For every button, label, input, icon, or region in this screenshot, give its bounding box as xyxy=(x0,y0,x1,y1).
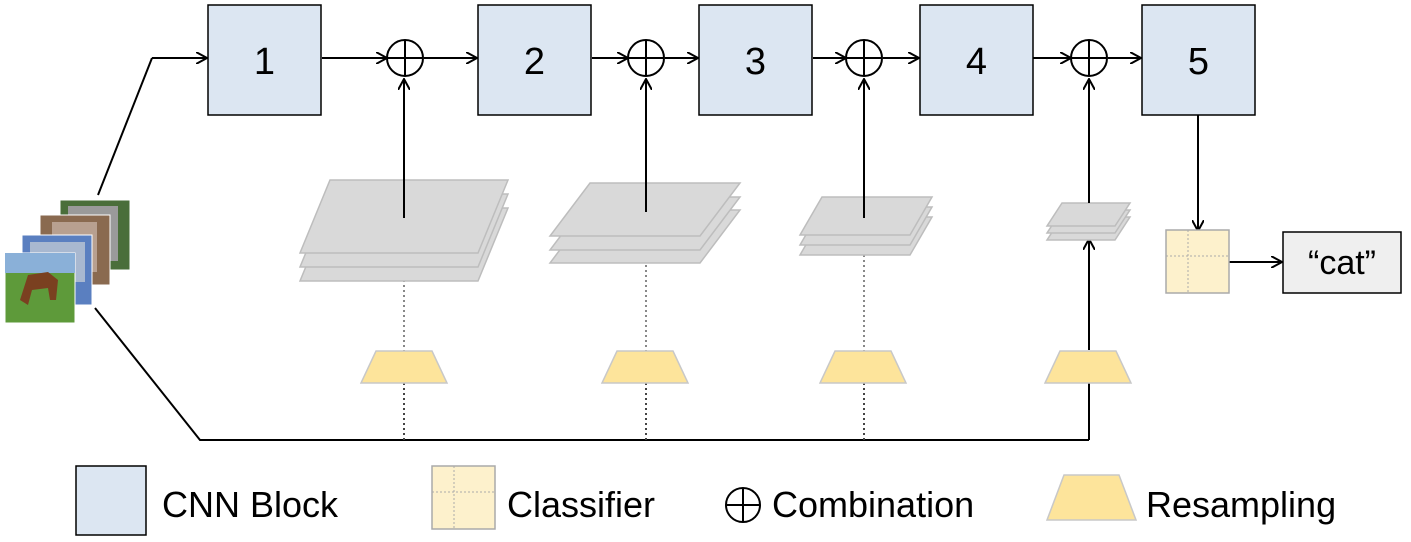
classifier xyxy=(1165,229,1230,294)
legend-resampling-label: Resampling xyxy=(1146,484,1336,525)
plus-circle-icon xyxy=(1070,39,1108,77)
cnn-block-3: 3 xyxy=(698,4,813,116)
plus-circle-icon xyxy=(627,39,665,77)
feature-map-stack-icon xyxy=(798,196,934,256)
output-label: “cat” xyxy=(1308,244,1376,282)
cnn-block-label: 5 xyxy=(1188,41,1209,83)
trapezoid-icon xyxy=(1043,350,1133,384)
plus-circle-icon xyxy=(845,39,883,77)
cnn-block-2: 2 xyxy=(477,4,592,116)
legend-resampling: Resampling xyxy=(1045,474,1336,525)
legend-classifier-label: Classifier xyxy=(507,484,655,525)
cnn-block-label: 2 xyxy=(524,41,545,83)
legend-combination: Combination xyxy=(725,484,974,525)
legend-combination-label: Combination xyxy=(772,484,974,525)
cnn-block-5: 5 xyxy=(1141,4,1256,116)
trapezoid-icon xyxy=(1045,474,1138,521)
cnn-block-label: 4 xyxy=(966,41,987,83)
feature-map-stack-icon xyxy=(1045,202,1132,241)
cnn-block-label: 1 xyxy=(254,41,275,83)
trapezoid-icon xyxy=(818,350,908,384)
legend-classifier: Classifier xyxy=(431,465,655,530)
legend-cnn-block-label: CNN Block xyxy=(162,484,339,525)
main-flow xyxy=(97,58,1281,262)
plus-circle-icon xyxy=(386,39,424,77)
legend: CNN Block Classifier Combination Resampl… xyxy=(75,465,1336,536)
trapezoid-icon xyxy=(359,350,449,384)
legend-cnn-block: CNN Block xyxy=(75,465,339,536)
trapezoid-icon xyxy=(600,350,690,384)
output-label-box: “cat” xyxy=(1282,231,1402,294)
resampling-path xyxy=(94,240,1089,441)
input-image-stack-icon xyxy=(4,199,131,324)
plus-circle-icon xyxy=(725,487,761,523)
combination-inputs xyxy=(404,80,1089,218)
cnn-block-label: 3 xyxy=(745,41,766,83)
cnn-block-1: 1 xyxy=(207,4,322,116)
cnn-block-4: 4 xyxy=(919,4,1034,116)
